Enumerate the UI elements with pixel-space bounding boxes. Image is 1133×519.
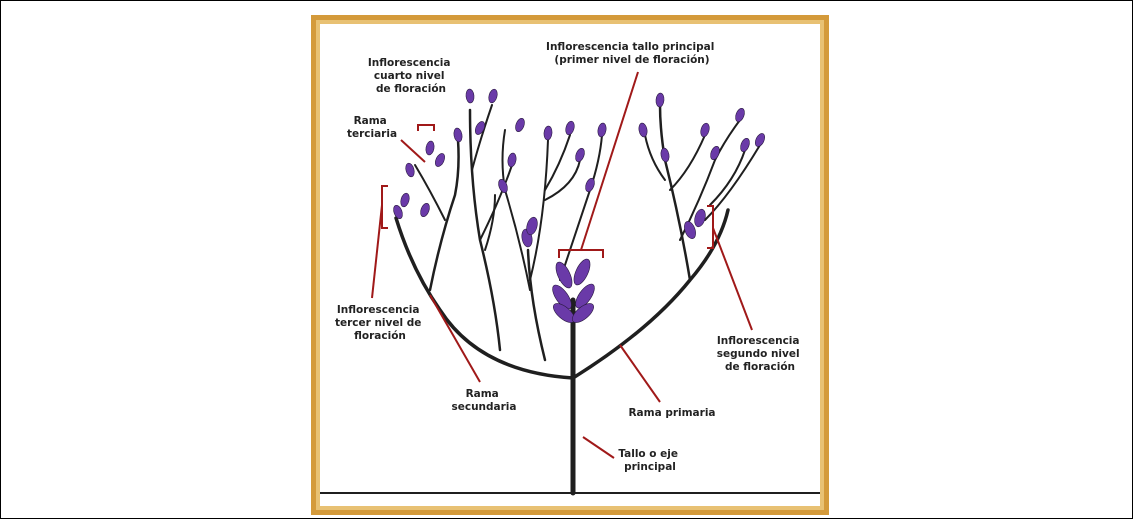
- label-main-inflorescence: Inflorescencia tallo principal (primer n…: [546, 41, 718, 66]
- label-tertiary-branch: Rama terciaria: [347, 115, 397, 140]
- figure-background: [320, 24, 820, 506]
- label-fourth-level: Inflorescencia cuarto nivel de floración: [368, 57, 454, 95]
- label-main-stem: Tallo o eje principal: [618, 448, 681, 473]
- label-primary-branch: Rama primaria: [628, 407, 715, 419]
- label-second-level: Inflorescencia segundo nivel de floració…: [717, 335, 804, 373]
